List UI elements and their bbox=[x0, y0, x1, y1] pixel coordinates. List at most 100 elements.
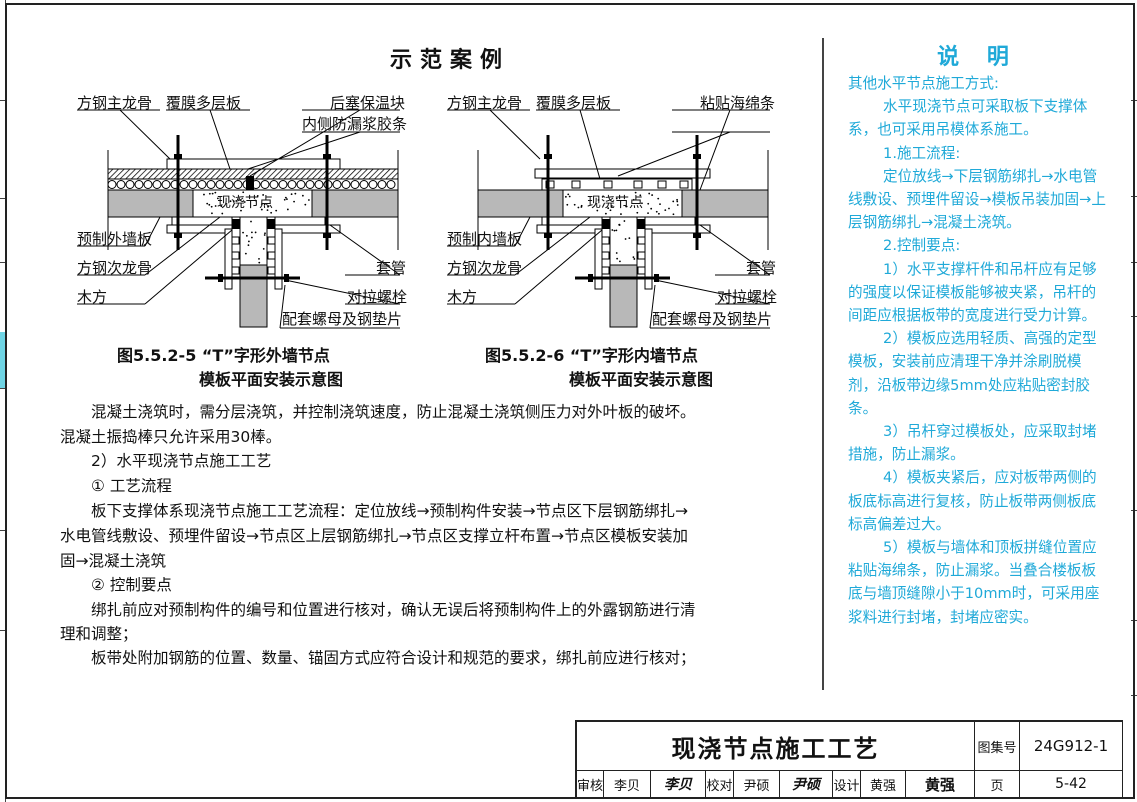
aggregate-dot bbox=[620, 213, 622, 215]
leader-line bbox=[700, 110, 730, 190]
aggregate-dot bbox=[650, 208, 652, 210]
aggregate-dot bbox=[672, 201, 674, 203]
aggregate-dot bbox=[242, 232, 244, 234]
square-keel bbox=[268, 267, 275, 274]
nut bbox=[323, 233, 331, 238]
vertical-board bbox=[595, 229, 602, 289]
label-main-keel: 方钢主龙骨 bbox=[447, 92, 522, 113]
aggregate-dot bbox=[623, 220, 625, 222]
aggregate-dot bbox=[203, 194, 205, 196]
note-paragraph: 定位放线→下层钢筋绑扎→水电管线敷设、预埋件留设→模板吊装加固→上层钢筋绑扎→混… bbox=[848, 165, 1108, 235]
inner-board bbox=[275, 225, 340, 233]
figure-t-exterior-wall: 方钢主龙骨 覆膜多层板 后塞保温块 内侧防漏浆胶条 现浇节点 预制外墙板 方钢次… bbox=[60, 80, 440, 340]
aggregate-dot bbox=[250, 221, 252, 223]
body-paragraph-line: 理和调整； bbox=[60, 622, 138, 644]
square-keel bbox=[268, 237, 275, 244]
vertical-board bbox=[275, 229, 282, 289]
label-precast-wall: 预制内墙板 bbox=[447, 228, 522, 249]
design-label: 设计 bbox=[833, 771, 861, 798]
nut bbox=[693, 233, 701, 238]
square-keel bbox=[638, 267, 645, 274]
aggregate-dot bbox=[657, 198, 659, 200]
signature-text: 李贝 bbox=[664, 774, 692, 794]
aggregate-dot bbox=[605, 213, 607, 215]
body-paragraph-line: 水电管线敷设、预埋件留设→节点区上层钢筋绑扎→节点区支撑立杆布置→节点区模板安装… bbox=[60, 524, 688, 546]
precast-wall-stem bbox=[240, 265, 267, 327]
sealing-strip bbox=[602, 219, 610, 229]
aggregate-dot bbox=[214, 192, 216, 194]
keel-row bbox=[172, 217, 232, 225]
aggregate-dot bbox=[285, 197, 287, 199]
figure-caption-left-line2: 模板平面安装示意图 bbox=[199, 366, 343, 390]
figure-caption-left-line1: 图5.5.2-5 “T”字形外墙节点 bbox=[117, 342, 330, 366]
aggregate-dot bbox=[633, 258, 635, 260]
square-keel bbox=[604, 181, 612, 188]
note-paragraph: 3）吊杆穿过模板处，应采取封堵措施，防止漏浆。 bbox=[848, 420, 1108, 466]
sealing-strip bbox=[637, 219, 645, 229]
label-nut-washer: 配套螺母及钢垫片 bbox=[282, 308, 402, 329]
note-paragraph: 2.控制要点: bbox=[848, 234, 1108, 257]
aggregate-dot bbox=[294, 193, 296, 195]
aggregate-dot bbox=[656, 211, 658, 213]
aggregate-dot bbox=[673, 213, 675, 215]
nut bbox=[693, 154, 701, 159]
square-keel bbox=[268, 252, 275, 259]
aggregate-dot bbox=[255, 232, 257, 234]
aggregate-dot bbox=[286, 198, 288, 200]
atlas-label: 图集号 bbox=[975, 722, 1020, 771]
nut bbox=[218, 274, 223, 282]
label-timber: 木方 bbox=[447, 286, 477, 307]
aggregate-dot bbox=[211, 206, 213, 208]
aggregate-dot bbox=[270, 212, 272, 214]
aggregate-dot bbox=[578, 207, 580, 209]
aggregate-dot bbox=[248, 244, 250, 246]
square-keel bbox=[602, 237, 609, 244]
aggregate-dot bbox=[619, 261, 621, 263]
aggregate-dot bbox=[566, 204, 568, 206]
aggregate-dot bbox=[651, 194, 653, 196]
aggregate-dot bbox=[625, 238, 627, 240]
label-sealing-strip: 内侧防漏浆胶条 bbox=[302, 113, 407, 134]
square-keel-row bbox=[542, 179, 692, 190]
aggregate-dot bbox=[258, 258, 260, 260]
aggregate-dot bbox=[574, 204, 576, 206]
designer-name: 黄强 bbox=[861, 771, 906, 798]
page-label: 页 bbox=[975, 771, 1020, 798]
vertical-board bbox=[645, 229, 652, 289]
nut bbox=[544, 233, 552, 238]
cast-node-stem bbox=[240, 217, 267, 265]
figure-caption-right-line2: 模板平面安装示意图 bbox=[569, 366, 713, 390]
aggregate-dot bbox=[565, 196, 567, 198]
square-keel bbox=[232, 237, 239, 244]
signature-text: 黄强 bbox=[925, 774, 955, 795]
label-insulation-block: 后塞保温块 bbox=[330, 92, 405, 113]
square-keel bbox=[634, 181, 642, 188]
label-film-board: 覆膜多层板 bbox=[536, 92, 611, 113]
aggregate-dot bbox=[636, 212, 638, 214]
square-keel bbox=[658, 181, 666, 188]
aggregate-dot bbox=[302, 195, 304, 197]
aggregate-dot bbox=[246, 235, 248, 237]
nut bbox=[174, 154, 182, 159]
aggregate-dot bbox=[291, 193, 293, 195]
aggregate-dot bbox=[659, 203, 661, 205]
label-node: 现浇节点 bbox=[217, 192, 273, 212]
aggregate-dot bbox=[284, 199, 286, 201]
keel-row bbox=[645, 217, 695, 225]
aggregate-dot bbox=[676, 201, 678, 203]
label-nut-washer: 配套螺母及钢垫片 bbox=[652, 308, 772, 329]
title-block: 现浇节点施工工艺 图集号 24G912-1 审核 李贝 李贝 校对 尹硕 尹硕 … bbox=[575, 720, 1123, 798]
designer-signature: 黄强 bbox=[906, 771, 975, 798]
aggregate-dot bbox=[209, 193, 211, 195]
aggregate-dot bbox=[614, 230, 616, 232]
page-number: 5-42 bbox=[1020, 771, 1123, 798]
aggregate-dot bbox=[647, 212, 649, 214]
nut bbox=[174, 233, 182, 238]
aggregate-dot bbox=[619, 224, 621, 226]
aggregate-dot bbox=[611, 229, 613, 231]
square-keel bbox=[638, 237, 645, 244]
label-film-board: 覆膜多层板 bbox=[166, 92, 241, 113]
note-paragraph: 水平现浇节点可采取板下支撑体系，也可采用吊模体系施工。 bbox=[848, 95, 1108, 141]
reviewer-name: 李贝 bbox=[604, 771, 651, 798]
aggregate-dot bbox=[676, 199, 678, 201]
